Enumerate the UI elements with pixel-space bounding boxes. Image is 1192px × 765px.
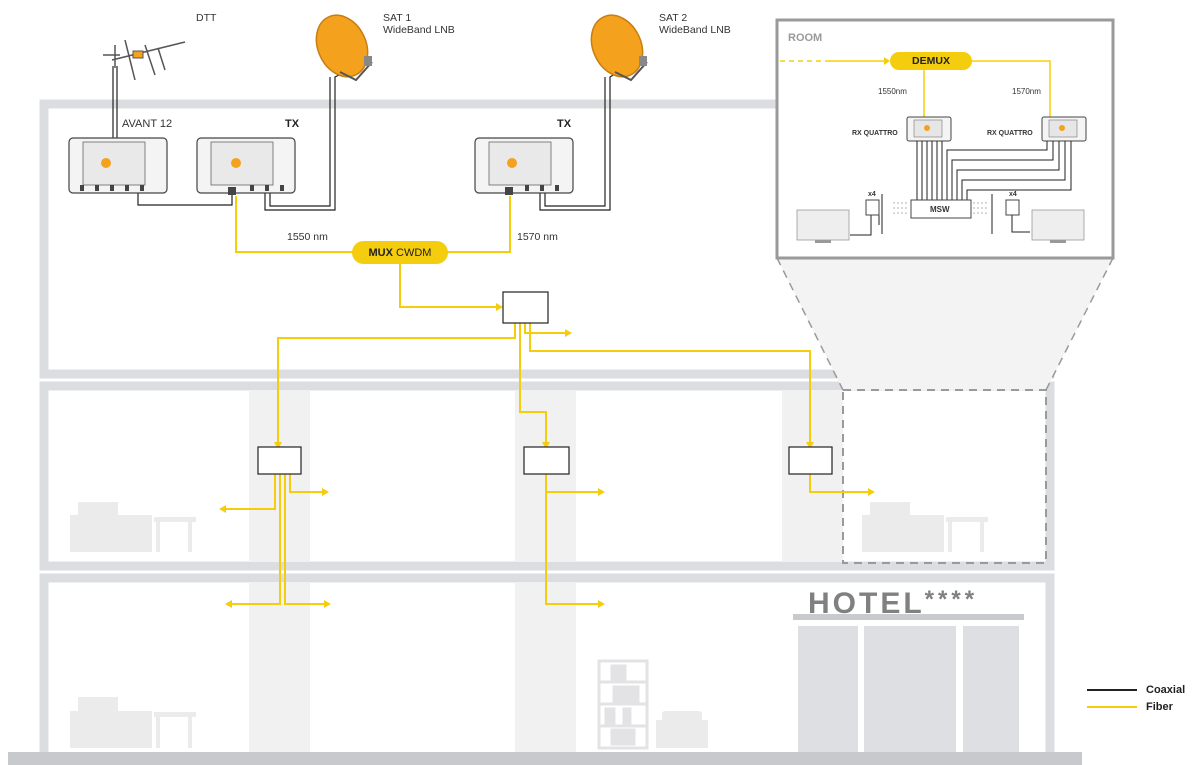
sat2-lnb-label: WideBand LNB [659, 24, 731, 36]
cwdm-label: CWDM [392, 246, 432, 259]
tx-device-1 [196, 137, 296, 195]
shaft-right-mid [782, 390, 843, 562]
splitter-right [788, 446, 833, 475]
table-icon [946, 517, 988, 552]
bed-icon [70, 697, 152, 748]
avant12-label: AVANT 12 [122, 118, 173, 130]
table-icon [154, 517, 196, 552]
tx2-label: TX [557, 118, 572, 130]
furniture [70, 502, 988, 750]
wavelength-1550-label: 1550 nm [287, 231, 328, 243]
tv-right-icon [1031, 209, 1085, 243]
wall-outlet-left [865, 199, 880, 216]
wall-outlet-right [1005, 199, 1020, 216]
x4-right-label: x4 [1009, 191, 1017, 198]
satellite-dish-1-icon [315, 14, 373, 82]
dtt-label: DTT [196, 12, 217, 24]
rx-quattro-right [1041, 116, 1087, 142]
bed-icon [70, 502, 152, 552]
tv-left-icon [796, 209, 850, 243]
coaxial-cables [112, 66, 619, 211]
splitter-center [523, 446, 570, 475]
room-title: ROOM [788, 32, 823, 44]
tx-device-2 [474, 137, 574, 195]
satellite-dish-2-icon [590, 14, 648, 82]
room-highlight [776, 257, 1114, 564]
avant12-device [68, 137, 168, 194]
armchair-icon [656, 711, 708, 748]
mux-cwdm-badge: MUX CWDM [352, 241, 448, 264]
splitter-main [502, 291, 549, 324]
hotel-name: HOTEL [808, 587, 925, 620]
bookshelf-icon [597, 659, 649, 750]
tx1-label: TX [285, 118, 300, 130]
legend-fiber: Fiber [1146, 701, 1173, 713]
msw-box [910, 199, 972, 219]
rx-quattro-left-label: RX QUATTRO [852, 130, 898, 137]
rx-quattro-right-label: RX QUATTRO [987, 130, 1033, 137]
splitter-boxes [257, 291, 833, 475]
shaft-center-low [515, 582, 576, 752]
wavelength-1570-label: 1570 nm [517, 231, 558, 243]
inset-1570-label: 1570nm [1012, 87, 1041, 96]
mux-label: MUX [368, 246, 393, 259]
table-icon [154, 712, 196, 748]
hotel-sign: HOTEL**** [808, 586, 978, 621]
inset-1550-label: 1550nm [878, 87, 907, 96]
hotel-stars: **** [924, 586, 979, 613]
legend-coaxial: Coaxial [1146, 684, 1186, 696]
hotel-facade [793, 614, 1024, 752]
msw-label: MSW [930, 205, 950, 214]
shaft-left-low [249, 582, 310, 752]
ground-line [8, 752, 1082, 765]
fiber-cables [226, 196, 868, 605]
bed-icon [862, 502, 944, 552]
legend-lines [1087, 689, 1137, 708]
sat1-label: SAT 1 [383, 12, 412, 24]
sat1-lnb-label: WideBand LNB [383, 24, 455, 36]
sat2-label: SAT 2 [659, 12, 688, 24]
splitter-left [257, 446, 302, 475]
fiber-arrowheads [219, 303, 875, 608]
x4-left-label: x4 [868, 191, 876, 198]
rx-quattro-left [906, 116, 952, 142]
dtt-antenna-icon [103, 39, 186, 81]
demux-badge: DEMUX [890, 52, 972, 70]
